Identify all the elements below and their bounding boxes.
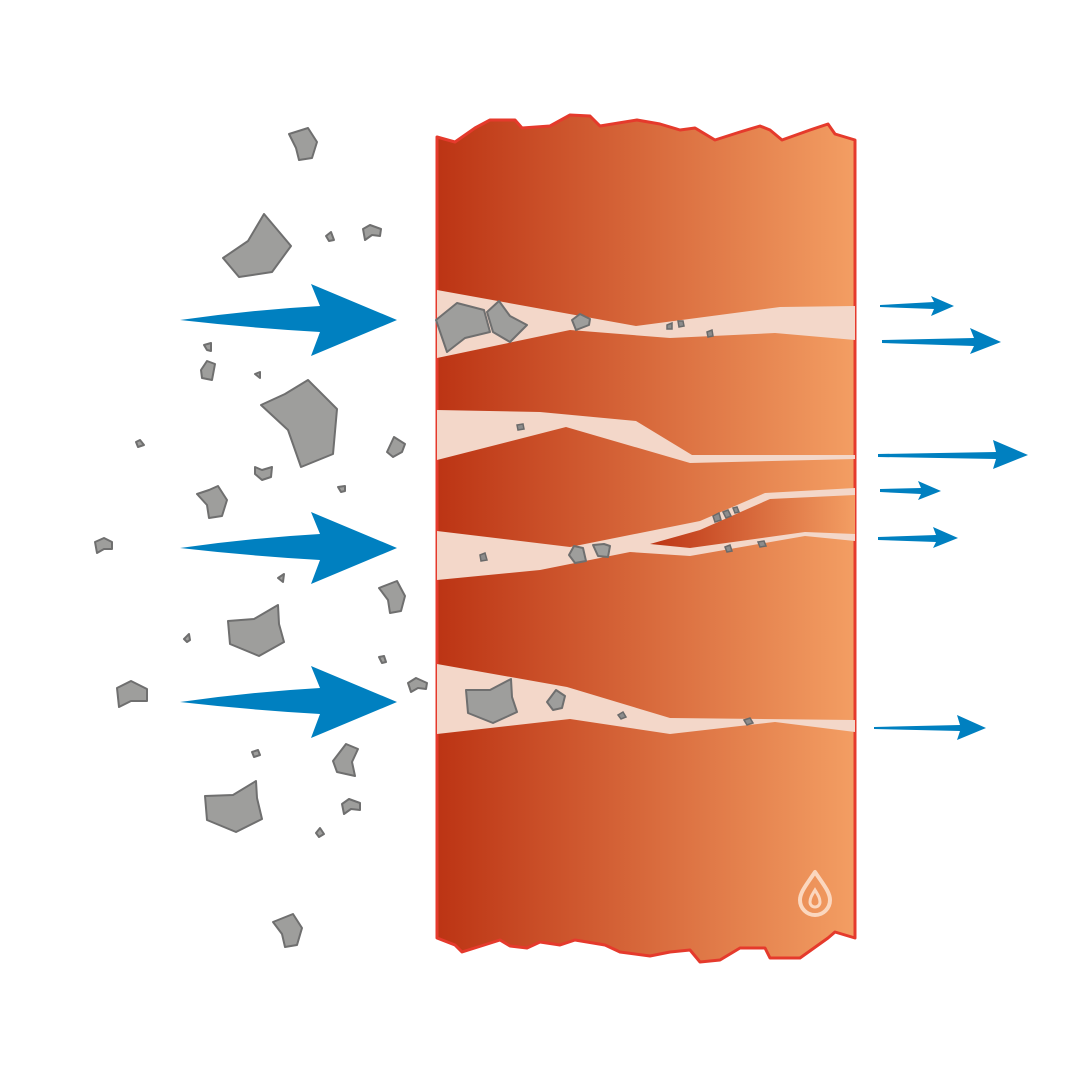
particle	[254, 371, 261, 379]
particle	[546, 689, 566, 711]
particle	[706, 328, 714, 338]
droplet-icon-inner	[808, 887, 822, 909]
particle	[222, 213, 292, 278]
particle	[332, 743, 359, 777]
particle	[325, 231, 335, 242]
particle	[362, 224, 382, 241]
particle	[200, 360, 216, 381]
particle	[465, 678, 518, 724]
particle	[196, 485, 228, 519]
particle	[254, 466, 273, 481]
arrow-right-icon	[180, 666, 397, 738]
arrow-right-icon	[882, 328, 1001, 354]
particle	[721, 509, 733, 519]
particle	[227, 604, 285, 657]
particle	[204, 780, 263, 833]
channels	[437, 290, 855, 734]
particle	[94, 537, 113, 554]
particle	[337, 485, 346, 493]
inflow-arrows	[180, 284, 397, 738]
arrow-right-icon	[878, 527, 958, 548]
channel-2	[437, 410, 855, 463]
particle	[479, 551, 488, 562]
particle	[386, 436, 406, 458]
channel-4	[437, 664, 855, 734]
arrow-right-icon	[880, 481, 941, 500]
particle	[315, 827, 325, 838]
particle	[516, 423, 525, 431]
particle	[568, 545, 587, 564]
particle	[742, 717, 755, 726]
particle	[183, 633, 191, 643]
arrow-right-icon	[878, 440, 1028, 469]
particle	[677, 320, 685, 328]
outflow-arrows	[874, 296, 1028, 740]
particle	[756, 540, 768, 548]
particle	[251, 749, 261, 758]
channel-3-split	[650, 495, 855, 548]
particle	[277, 573, 285, 583]
particle	[571, 313, 591, 331]
particle	[712, 511, 722, 523]
arrow-right-icon	[180, 284, 397, 356]
particle	[724, 544, 733, 553]
particle	[407, 677, 428, 693]
particle	[666, 321, 673, 330]
arrow-right-icon	[880, 296, 954, 316]
particle	[378, 580, 406, 614]
particle	[592, 543, 611, 558]
particle	[260, 379, 338, 468]
particles-trapped	[435, 300, 768, 726]
particle	[203, 342, 212, 352]
particle	[135, 439, 145, 448]
arrow-right-icon	[180, 512, 397, 584]
particle	[486, 300, 528, 343]
particle	[435, 302, 491, 353]
droplet-icon	[798, 870, 832, 917]
particle	[341, 798, 361, 815]
particle	[116, 680, 148, 708]
arrow-right-icon	[874, 715, 986, 740]
particle	[272, 913, 303, 948]
particle	[378, 655, 387, 664]
particle	[288, 127, 318, 161]
particles-outside	[94, 127, 428, 948]
particle	[616, 710, 628, 720]
particle	[731, 506, 741, 514]
